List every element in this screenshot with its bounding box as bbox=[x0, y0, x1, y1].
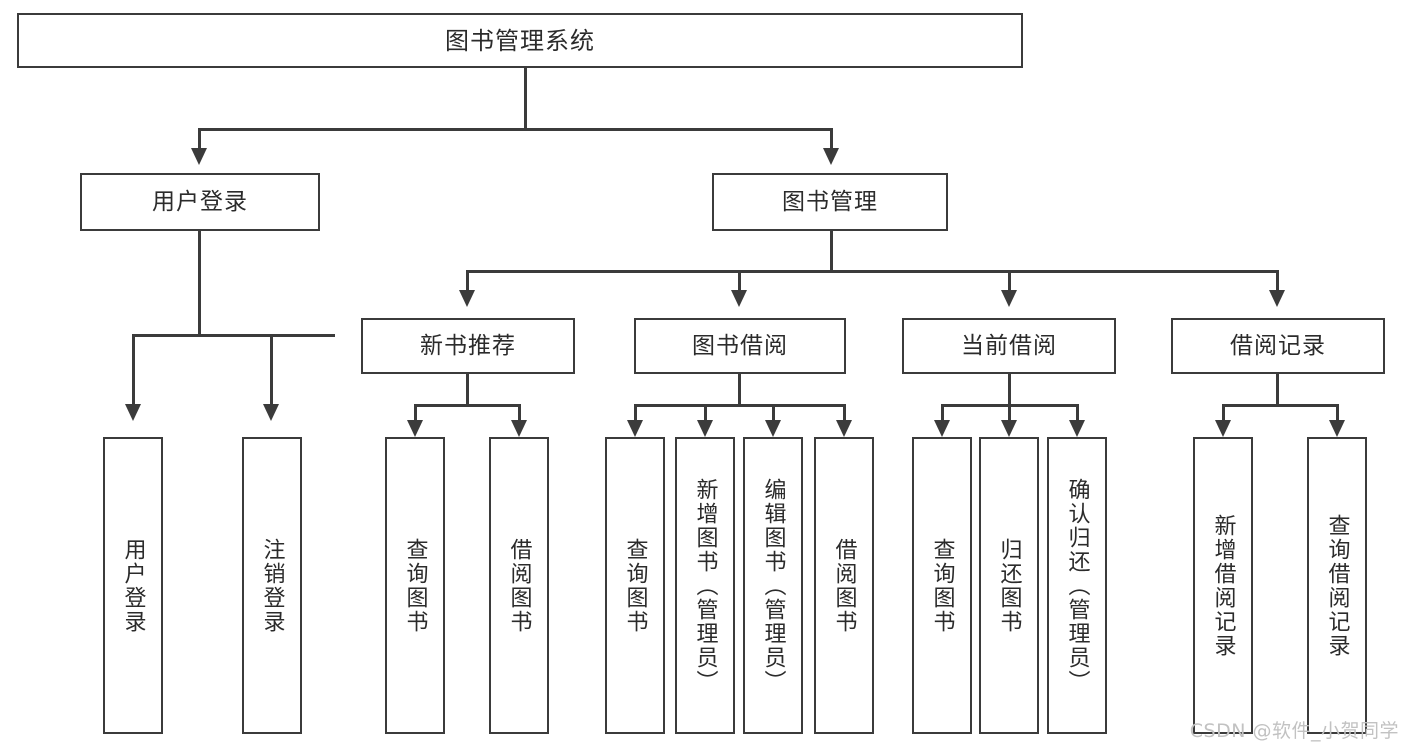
connector-login-leaf1 bbox=[132, 334, 135, 406]
connector-bookmgmt-to-current bbox=[1008, 270, 1011, 292]
node-bookmgmt-label: 图书管理 bbox=[782, 188, 878, 215]
arrowhead-login-leaf1 bbox=[125, 404, 141, 421]
connector-newbook-leaf1 bbox=[414, 404, 417, 422]
connector-record-bar bbox=[1222, 404, 1338, 407]
leaf-borrow-edit-book[interactable]: 编辑图书（管理员） bbox=[743, 437, 803, 734]
connector-root-to-login bbox=[198, 128, 201, 150]
node-record-label: 借阅记录 bbox=[1230, 332, 1326, 359]
connector-root-to-bookmgmt bbox=[830, 128, 833, 150]
node-borrow-label: 图书借阅 bbox=[692, 332, 788, 359]
leaf-borrow-query-book-label: 查询图书 bbox=[622, 537, 648, 634]
connector-borrow-leaf4 bbox=[843, 404, 846, 422]
node-bookmgmt[interactable]: 图书管理 bbox=[712, 173, 948, 231]
connector-record-leaf2 bbox=[1336, 404, 1339, 422]
arrowhead-login-leaf2 bbox=[263, 404, 279, 421]
leaf-borrow-query-book[interactable]: 查询图书 bbox=[605, 437, 665, 734]
arrowhead-record-leaf1 bbox=[1215, 420, 1231, 437]
leaf-login-logout-label: 注销登录 bbox=[259, 537, 285, 634]
arrowhead-newbook-leaf2 bbox=[511, 420, 527, 437]
leaf-current-return-book-label: 归还图书 bbox=[996, 537, 1022, 634]
leaf-newbook-query-book-label: 查询图书 bbox=[402, 537, 428, 634]
arrowhead-bookmgmt-to-record bbox=[1269, 290, 1285, 307]
connector-current-leaf3 bbox=[1076, 404, 1079, 422]
connector-root-bar bbox=[198, 128, 832, 131]
connector-login-stem bbox=[198, 231, 201, 336]
node-newbook[interactable]: 新书推荐 bbox=[361, 318, 575, 374]
leaf-record-add-record-label: 新增借阅记录 bbox=[1210, 513, 1236, 658]
leaf-login-logout[interactable]: 注销登录 bbox=[242, 437, 302, 734]
leaf-current-confirm-return[interactable]: 确认归还（管理员） bbox=[1047, 437, 1107, 734]
connector-bookmgmt-stem bbox=[830, 231, 833, 272]
connector-login-bar bbox=[132, 334, 335, 337]
node-login[interactable]: 用户登录 bbox=[80, 173, 320, 231]
leaf-record-add-record[interactable]: 新增借阅记录 bbox=[1193, 437, 1253, 734]
arrowhead-current-leaf1 bbox=[934, 420, 950, 437]
connector-login-leaf2 bbox=[270, 334, 273, 406]
arrowhead-borrow-leaf2 bbox=[697, 420, 713, 437]
leaf-borrow-borrow-book-label: 借阅图书 bbox=[831, 537, 857, 634]
arrowhead-bookmgmt-to-current bbox=[1001, 290, 1017, 307]
node-current-label: 当前借阅 bbox=[961, 332, 1057, 359]
node-newbook-label: 新书推荐 bbox=[420, 332, 516, 359]
leaf-borrow-edit-book-label: 编辑图书（管理员） bbox=[760, 477, 786, 694]
connector-record-leaf1 bbox=[1222, 404, 1225, 422]
connector-current-stem bbox=[1008, 374, 1011, 406]
arrowhead-borrow-leaf3 bbox=[765, 420, 781, 437]
arrowhead-current-leaf3 bbox=[1069, 420, 1085, 437]
connector-newbook-bar bbox=[414, 404, 520, 407]
leaf-current-return-book[interactable]: 归还图书 bbox=[979, 437, 1039, 734]
connector-root-stem bbox=[524, 68, 527, 130]
connector-record-stem bbox=[1276, 374, 1279, 406]
connector-borrow-leaf3 bbox=[772, 404, 775, 422]
arrowhead-newbook-leaf1 bbox=[407, 420, 423, 437]
leaf-borrow-add-book[interactable]: 新增图书（管理员） bbox=[675, 437, 735, 734]
arrowhead-borrow-leaf4 bbox=[836, 420, 852, 437]
arrowhead-root-to-bookmgmt bbox=[823, 148, 839, 165]
leaf-borrow-add-book-label: 新增图书（管理员） bbox=[692, 477, 718, 694]
node-current[interactable]: 当前借阅 bbox=[902, 318, 1116, 374]
leaf-current-query-book[interactable]: 查询图书 bbox=[912, 437, 972, 734]
connector-borrow-leaf1 bbox=[634, 404, 637, 422]
node-record[interactable]: 借阅记录 bbox=[1171, 318, 1385, 374]
arrowhead-record-leaf2 bbox=[1329, 420, 1345, 437]
leaf-login-user-login[interactable]: 用户登录 bbox=[103, 437, 163, 734]
leaf-current-confirm-return-label: 确认归还（管理员） bbox=[1064, 477, 1090, 694]
connector-newbook-stem bbox=[466, 374, 469, 406]
connector-newbook-leaf2 bbox=[518, 404, 521, 422]
connector-bookmgmt-to-borrow bbox=[738, 270, 741, 292]
leaf-newbook-query-book[interactable]: 查询图书 bbox=[385, 437, 445, 734]
arrowhead-bookmgmt-to-newbook bbox=[459, 290, 475, 307]
node-login-label: 用户登录 bbox=[152, 188, 248, 215]
connector-current-leaf1 bbox=[941, 404, 944, 422]
connector-borrow-stem bbox=[738, 374, 741, 406]
leaf-newbook-borrow-book-label: 借阅图书 bbox=[506, 537, 532, 634]
leaf-login-user-login-label: 用户登录 bbox=[120, 537, 146, 634]
leaf-borrow-borrow-book[interactable]: 借阅图书 bbox=[814, 437, 874, 734]
connector-bookmgmt-to-record bbox=[1276, 270, 1279, 292]
arrowhead-current-leaf2 bbox=[1001, 420, 1017, 437]
node-borrow[interactable]: 图书借阅 bbox=[634, 318, 846, 374]
node-root[interactable]: 图书管理系统 bbox=[17, 13, 1023, 68]
connector-borrow-bar bbox=[634, 404, 846, 407]
leaf-current-query-book-label: 查询图书 bbox=[929, 537, 955, 634]
connector-bookmgmt-to-newbook bbox=[466, 270, 469, 292]
connector-current-leaf2 bbox=[1008, 404, 1011, 422]
leaf-newbook-borrow-book[interactable]: 借阅图书 bbox=[489, 437, 549, 734]
leaf-record-query-record[interactable]: 查询借阅记录 bbox=[1307, 437, 1367, 734]
connector-bookmgmt-bar bbox=[466, 270, 1278, 273]
arrowhead-borrow-leaf1 bbox=[627, 420, 643, 437]
arrowhead-root-to-login bbox=[191, 148, 207, 165]
node-root-label: 图书管理系统 bbox=[445, 26, 595, 55]
leaf-record-query-record-label: 查询借阅记录 bbox=[1324, 513, 1350, 658]
connector-borrow-leaf2 bbox=[704, 404, 707, 422]
arrowhead-bookmgmt-to-borrow bbox=[731, 290, 747, 307]
